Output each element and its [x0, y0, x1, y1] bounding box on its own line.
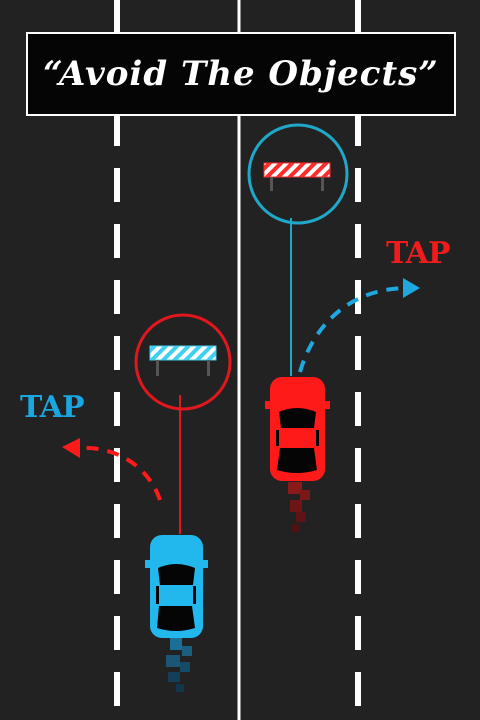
tap-hint-right: TAP [386, 236, 451, 271]
right-hint-arrow [298, 278, 420, 373]
barrier-icon [263, 162, 331, 178]
red-car-trail [288, 482, 310, 532]
blue-car-trail [166, 638, 192, 692]
left-obstacle-bubble [134, 313, 232, 411]
left-hint-arrow [62, 438, 162, 501]
barrier-icon [149, 345, 217, 361]
tap-hint-left: TAP [20, 390, 85, 425]
red-car[interactable] [265, 377, 330, 481]
banner-title: “Avoid The Objects” [43, 54, 439, 94]
title-banner: “Avoid The Objects” [26, 32, 456, 116]
blue-car[interactable] [145, 535, 208, 638]
right-obstacle-bubble [247, 123, 349, 225]
